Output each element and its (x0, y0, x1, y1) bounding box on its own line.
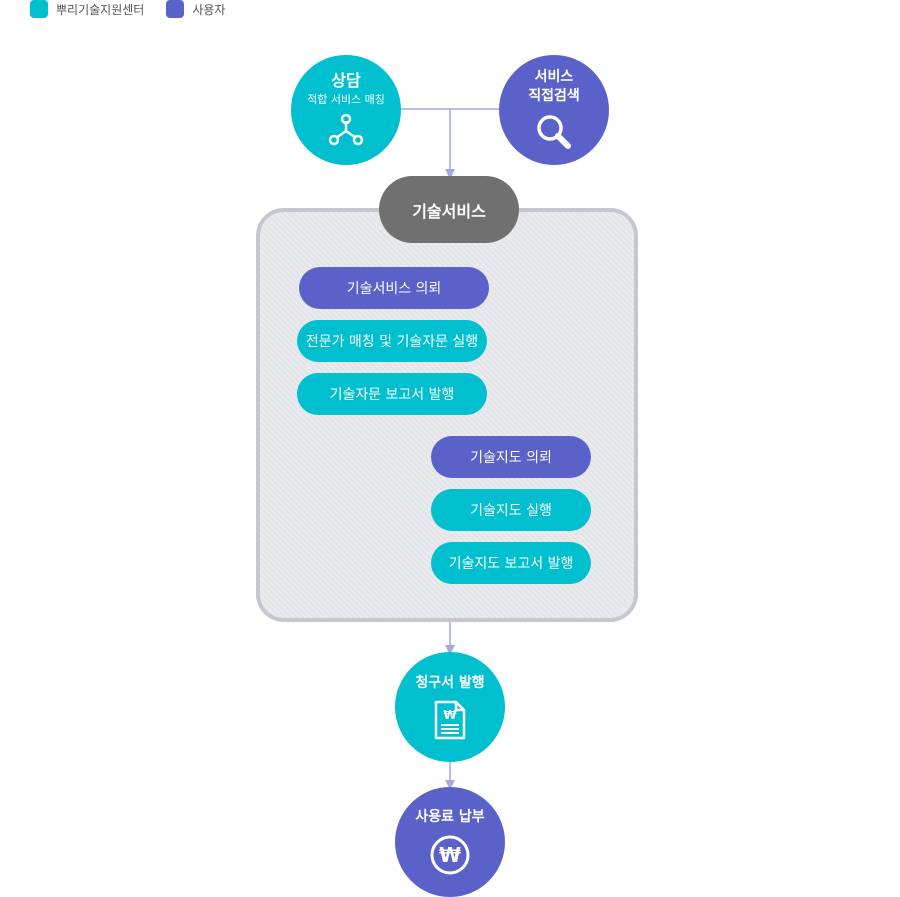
legend-swatch-user (166, 0, 185, 18)
step-guidance-report[interactable]: 기술지도 보고서 발행 (431, 542, 591, 584)
step-tech-service-request[interactable]: 기술서비스 의뢰 (299, 267, 489, 309)
legend: 뿌리기술지원센터 사용자 (30, 0, 247, 18)
won-coin-icon: ₩ (430, 835, 470, 874)
invoice-document-icon: ₩ (434, 700, 466, 739)
legend-label-user: 사용자 (192, 2, 226, 17)
consult-circle[interactable]: 상담 적합 서비스 매칭 (291, 55, 401, 165)
search-title-line2: 직접검색 (528, 88, 580, 104)
invoice-won-symbol: ₩ (443, 708, 457, 722)
payment-circle[interactable]: 사용료 납부 ₩ (395, 787, 505, 897)
invoice-title: 청구서 발행 (415, 674, 485, 691)
tech-service-header[interactable]: 기술서비스 (379, 176, 519, 243)
search-title-line1: 서비스 (534, 69, 574, 85)
legend-swatch-center (30, 0, 48, 18)
payment-won-symbol: ₩ (439, 843, 461, 867)
legend-item-center: 뿌리기술지원센터 (30, 0, 144, 18)
invoice-circle[interactable]: 청구서 발행 ₩ (395, 652, 505, 762)
legend-item-user: 사용자 (166, 0, 225, 18)
legend-label-center: 뿌리기술지원센터 (56, 2, 145, 17)
consult-subtitle: 적합 서비스 매칭 (307, 93, 385, 106)
step-guidance-execution[interactable]: 기술지도 실행 (431, 489, 591, 531)
step-consulting-report[interactable]: 기술자문 보고서 발행 (297, 373, 487, 415)
magnifier-icon (537, 115, 571, 149)
search-circle[interactable]: 서비스 직접검색 (499, 55, 609, 165)
step-expert-matching[interactable]: 전문가 매칭 및 기술자문 실행 (297, 320, 487, 362)
consult-title: 상담 (331, 71, 361, 90)
network-nodes-icon (328, 113, 364, 146)
step-guidance-request[interactable]: 기술지도 의뢰 (431, 436, 591, 478)
payment-title: 사용료 납부 (415, 808, 485, 825)
